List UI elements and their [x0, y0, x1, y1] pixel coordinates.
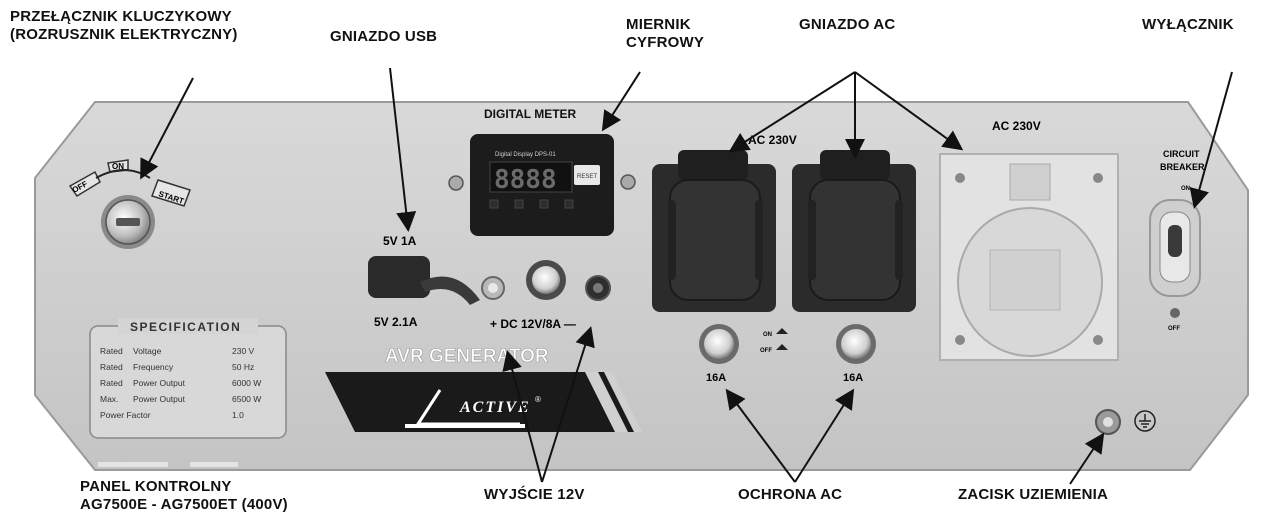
callout-ac-protect: OCHRONA AC [738, 486, 842, 504]
usb-label-bottom: 5V 2.1A [374, 315, 418, 329]
meter-reading: 8888 [494, 165, 557, 195]
spec-row-4-a: Max. [100, 394, 118, 404]
spec-row-5-a: Power Factor [100, 410, 151, 420]
ac-socket-2 [792, 150, 916, 312]
industrial-socket [939, 153, 1119, 361]
usb-socket [368, 256, 480, 305]
callout-dc-out-line-1: WYJŚCIE 12V [484, 486, 585, 503]
callout-usb-line-1: GNIAZDO USB [330, 28, 438, 45]
ground-terminal [1095, 409, 1156, 435]
key-on-label: ON [112, 162, 124, 171]
digital-meter-label: DIGITAL METER [484, 107, 577, 121]
dc-terminals [481, 260, 611, 301]
specification-plate: SPECIFICATION Rated Voltage 230 V Rated … [89, 318, 287, 439]
brand-banner [325, 372, 642, 432]
spec-row-3-a: Rated [100, 378, 123, 388]
callout-breaker-line-1: WYŁĄCZNIK [1142, 16, 1234, 33]
spec-row-3-c: 6000 W [232, 378, 261, 388]
callout-dc-out: WYJŚCIE 12V [484, 486, 585, 504]
callout-ac-socket: GNIAZDO AC [799, 16, 895, 34]
ac-label-left: AC 230V [748, 133, 797, 147]
meter-reset-label: RESET [577, 174, 597, 180]
callout-key-switch-line-1: PRZEŁĄCZNIK KLUCZYKOWY [10, 8, 232, 25]
callout-breaker: WYŁĄCZNIK [1142, 16, 1234, 34]
ac-socket-1 [652, 150, 776, 312]
fuse-right-label: 16A [843, 372, 863, 384]
usb-label-top: 5V 1A [383, 234, 417, 248]
breaker-off-label: OFF [1168, 326, 1180, 332]
callout-usb: GNIAZDO USB [330, 28, 437, 46]
callout-meter: MIERNIK CYFROWY [626, 16, 704, 52]
callout-meter-line-2: CYFROWY [626, 34, 705, 51]
ground-icon [1139, 414, 1151, 428]
spec-row-3-b: Power Output [133, 378, 186, 388]
callout-ac-protect-line-1: OCHRONA AC [738, 486, 843, 503]
spec-row-4-b: Power Output [133, 394, 186, 404]
spec-row-5-c: 1.0 [232, 410, 244, 420]
callout-key-switch: PRZEŁĄCZNIK KLUCZYKOWY (ROZRUSZNIK ELEKT… [10, 8, 238, 44]
on-legend: ON [763, 332, 772, 338]
spec-row-2-b: Frequency [133, 362, 174, 372]
spec-title: SPECIFICATION [130, 320, 241, 334]
circuit-breaker-switch [1149, 199, 1201, 318]
callout-ground-line-1: ZACISK UZIEMIENIA [958, 486, 1109, 503]
brand-mark: ® [535, 395, 541, 404]
fuse-left [699, 324, 739, 364]
callout-panel-line-2: AG7500E - AG7500ET (400V) [80, 496, 288, 513]
ac-label-right: AC 230V [992, 119, 1041, 133]
spec-row-2-a: Rated [100, 362, 123, 372]
spec-row-1-b: Voltage [133, 346, 162, 356]
spec-row-2-c: 50 Hz [232, 362, 254, 372]
callout-panel: PANEL KONTROLNY AG7500E - AG7500ET (400V… [80, 478, 288, 514]
digital-meter: Digital Display DPS-01 8888 RESET [448, 134, 636, 236]
callout-panel-line-1: PANEL KONTROLNY [80, 478, 232, 495]
callout-ground: ZACISK UZIEMIENIA [958, 486, 1108, 504]
brand-name: ACTIVE [459, 399, 531, 416]
meter-caption: Digital Display DPS-01 [495, 152, 556, 158]
callout-arrows [140, 67, 1233, 485]
off-legend: OFF [760, 348, 772, 354]
avr-label: AVR GENERATOR [385, 346, 549, 367]
fuse-left-label: 16A [706, 372, 726, 384]
dc-output-label: + DC 12V/8A — [490, 317, 576, 331]
spec-row-1-c: 230 V [232, 346, 255, 356]
breaker-label-2: BREAKER [1160, 162, 1205, 172]
callout-ac-socket-line-1: GNIAZDO AC [799, 16, 896, 33]
breaker-label-1: CIRCUIT [1163, 149, 1200, 159]
spec-row-4-c: 6500 W [232, 394, 261, 404]
fuse-right [836, 324, 876, 364]
spec-row-1-a: Rated [100, 346, 123, 356]
breaker-on-label: ON [1181, 186, 1190, 192]
callout-key-switch-line-2: (ROZRUSZNIK ELEKTRYCZNY) [10, 26, 238, 43]
callout-meter-line-1: MIERNIK [626, 16, 691, 33]
